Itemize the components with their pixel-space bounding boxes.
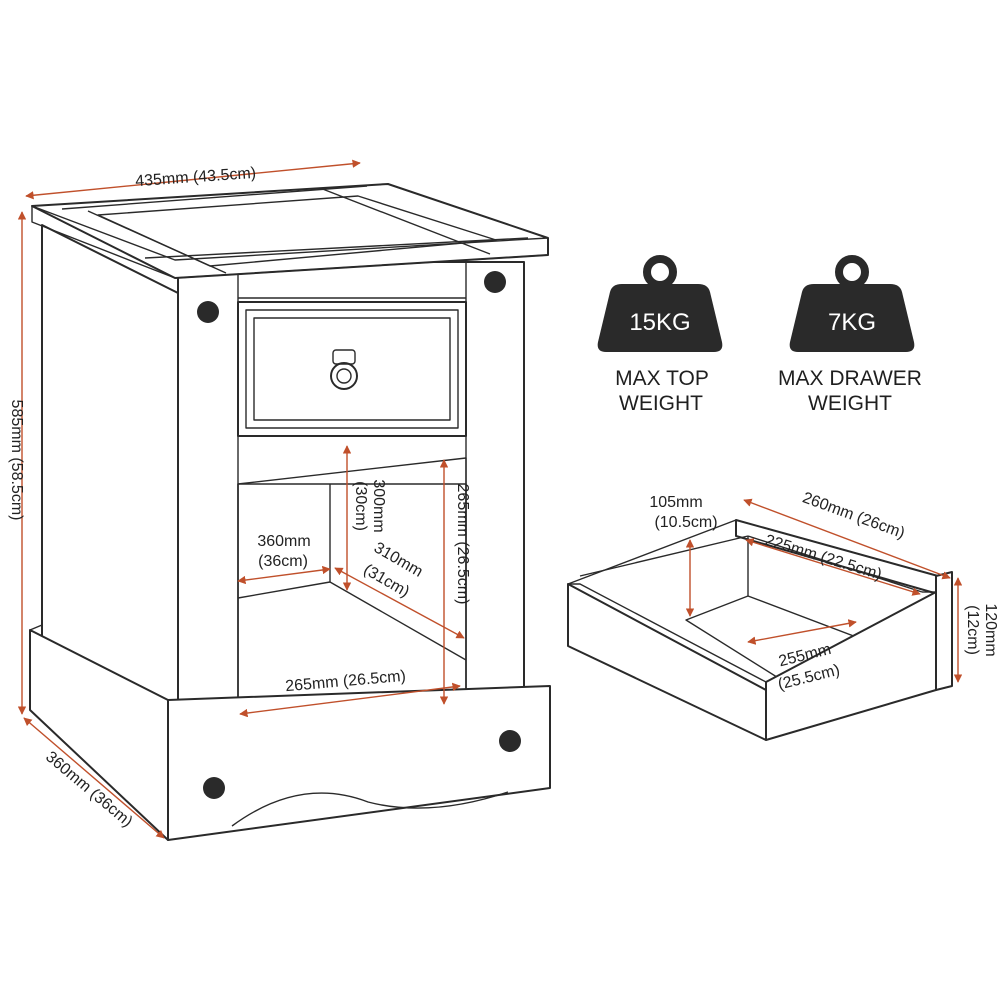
max-top-weight-value: 15KG xyxy=(629,309,690,336)
drawer-front[interactable] xyxy=(237,301,467,437)
max-drawer-weight-label-line1: MAX DRAWER xyxy=(778,367,922,390)
max-drawer-weight-badge: 7KG MAX DRAWER WEIGHT xyxy=(778,255,922,415)
bedside-cabinet xyxy=(29,183,551,841)
opening-depth-cm-label: (36cm) xyxy=(258,553,308,570)
kettlebell-weight-icon xyxy=(597,255,723,352)
max-top-weight-label-line2: WEIGHT xyxy=(619,392,703,415)
shelf-height-label: 300mm xyxy=(370,479,387,532)
opening-height-label: 265mm (26.5cm) xyxy=(454,484,471,605)
opening-depth-label: 360mm xyxy=(257,533,310,550)
max-top-weight-badge: 15KG MAX TOP WEIGHT xyxy=(597,255,723,415)
ring-pull-handle-icon[interactable] xyxy=(330,349,358,390)
cabinet-height-label: 585mm (58.5cm) xyxy=(8,400,25,521)
round-knot-icon xyxy=(197,301,219,323)
drawer-inner-depth-label: 105mm xyxy=(649,494,702,511)
max-drawer-weight-label-line2: WEIGHT xyxy=(808,392,892,415)
drawer-outer-width-label: 260mm (26cm) xyxy=(800,489,907,542)
round-knot-icon xyxy=(499,730,521,752)
shelf-height-cm-label: (30cm) xyxy=(352,481,369,531)
cabinet-top xyxy=(31,183,549,279)
drawer-height-cm-label: (12cm) xyxy=(964,605,981,655)
cabinet-dimension-lines xyxy=(17,159,465,839)
drawer-height-label: 120mm xyxy=(982,603,999,656)
drawer-dimension-lines xyxy=(685,498,963,683)
kettlebell-weight-icon xyxy=(789,255,915,352)
drawer-inner-depth-cm-label: (10.5cm) xyxy=(654,514,717,531)
cabinet-width-label: 435mm (43.5cm) xyxy=(135,165,257,190)
max-top-weight-label-line1: MAX TOP xyxy=(615,367,709,390)
max-drawer-weight-value: 7KG xyxy=(828,309,876,336)
round-knot-icon xyxy=(203,777,225,799)
round-knot-icon xyxy=(484,271,506,293)
drawer-box xyxy=(567,519,953,741)
